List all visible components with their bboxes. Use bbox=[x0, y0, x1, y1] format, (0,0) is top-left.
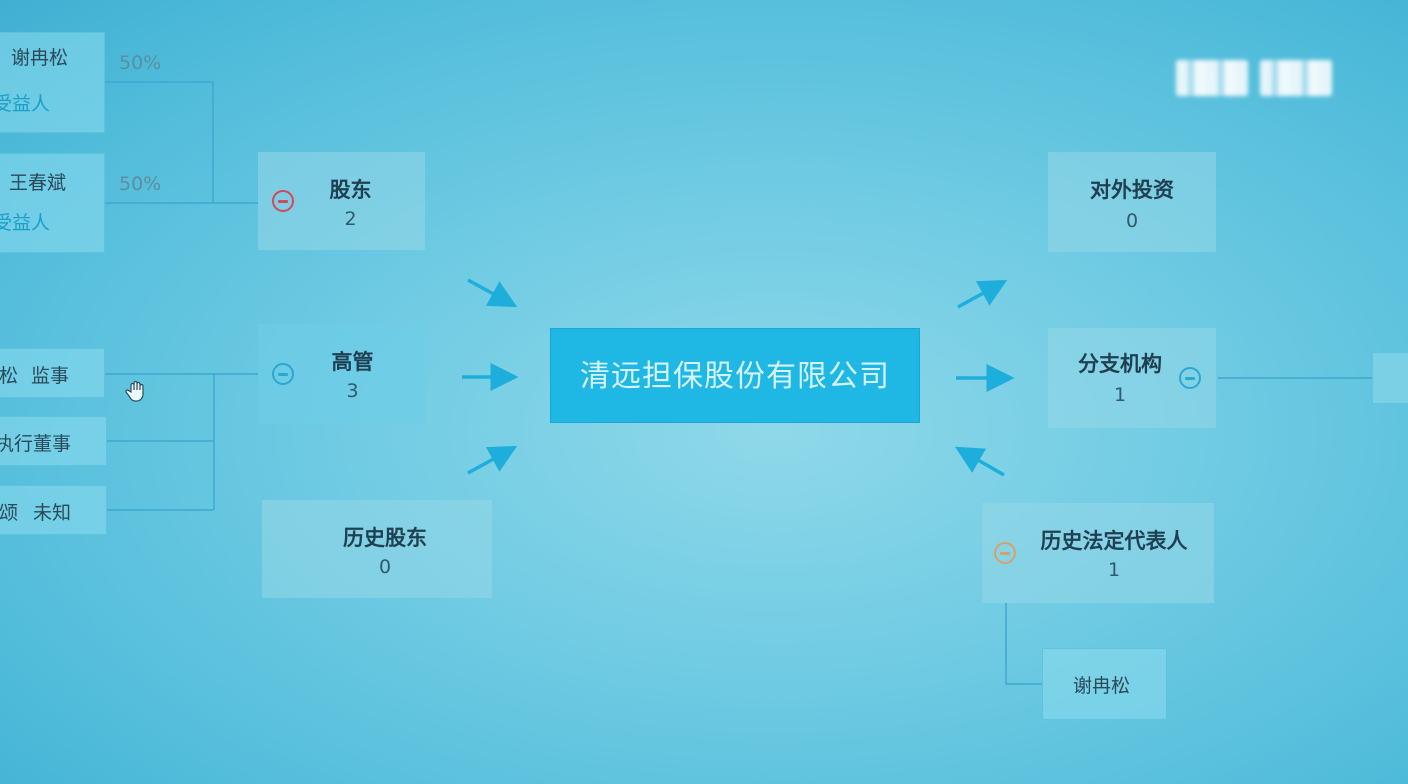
node-title: 历史股东 bbox=[343, 526, 427, 550]
node-count: 3 bbox=[346, 380, 359, 402]
beneficiary-label: 受益人 bbox=[0, 93, 51, 115]
company-box[interactable]: 清远担保股份有限公司 bbox=[550, 328, 920, 423]
executive-node[interactable]: 高管 3 bbox=[258, 324, 425, 424]
history-shareholder-node[interactable]: 历史股东 0 bbox=[262, 500, 492, 598]
history-rep-line bbox=[1005, 603, 1042, 685]
node-count: 2 bbox=[344, 208, 357, 230]
collapse-shareholder-icon[interactable] bbox=[272, 190, 294, 212]
executive-role: 执行董事 bbox=[0, 433, 72, 455]
shareholder-card-1[interactable]: 谢冉松 受益人 bbox=[0, 32, 105, 133]
history-legal-rep-node[interactable]: 历史法定代表人 1 bbox=[982, 503, 1214, 603]
beneficiary-label: 受益人 bbox=[0, 212, 51, 234]
arrow-shareholder-icon bbox=[467, 278, 518, 308]
executive-name: 颂 bbox=[0, 502, 19, 524]
arrow-history-shareholder-icon bbox=[467, 445, 518, 475]
shareholder-name: 王春斌 bbox=[9, 172, 67, 194]
executive-card-3[interactable]: 颂 未知 bbox=[0, 485, 107, 535]
node-title: 股东 bbox=[329, 178, 372, 202]
history-rep-person-card[interactable]: 谢冉松 bbox=[1042, 648, 1167, 720]
node-count: 0 bbox=[378, 556, 392, 578]
hand-cursor-icon bbox=[125, 380, 144, 402]
arrow-investment-icon bbox=[957, 279, 1008, 309]
shareholder-name: 谢冉松 bbox=[11, 47, 69, 69]
branch-child-card[interactable] bbox=[1372, 352, 1408, 404]
executive-card-1[interactable]: 松 监事 bbox=[0, 348, 105, 398]
history-rep-person-name: 谢冉松 bbox=[1073, 675, 1131, 697]
watermark-logo bbox=[1260, 60, 1332, 96]
investment-node[interactable]: 对外投资 0 bbox=[1048, 152, 1216, 252]
node-title: 对外投资 bbox=[1090, 178, 1174, 202]
collapse-branch-icon[interactable] bbox=[1179, 367, 1201, 389]
shareholder-card-2[interactable]: 王春斌 受益人 bbox=[0, 153, 105, 253]
executive-role: 监事 bbox=[31, 365, 70, 387]
shareholder-line-1 bbox=[105, 81, 214, 203]
watermark-logo bbox=[1176, 60, 1248, 96]
arrow-history-rep-icon bbox=[954, 446, 1005, 477]
branch-node[interactable]: 分支机构 1 bbox=[1048, 328, 1216, 428]
share-percent: 50% bbox=[119, 173, 162, 195]
node-count: 1 bbox=[1113, 384, 1127, 406]
node-count: 0 bbox=[1125, 210, 1139, 232]
node-count: 1 bbox=[1107, 559, 1121, 581]
node-title: 高管 bbox=[331, 350, 374, 374]
executive-name: 松 bbox=[0, 365, 19, 387]
collapse-history-rep-icon[interactable] bbox=[994, 542, 1016, 564]
executive-card-2[interactable]: 执行董事 bbox=[0, 416, 107, 466]
collapse-executive-icon[interactable] bbox=[272, 363, 294, 385]
share-percent: 50% bbox=[119, 52, 162, 74]
node-title: 历史法定代表人 bbox=[1040, 529, 1188, 553]
node-title: 分支机构 bbox=[1078, 352, 1162, 376]
executive-role: 未知 bbox=[33, 502, 72, 524]
